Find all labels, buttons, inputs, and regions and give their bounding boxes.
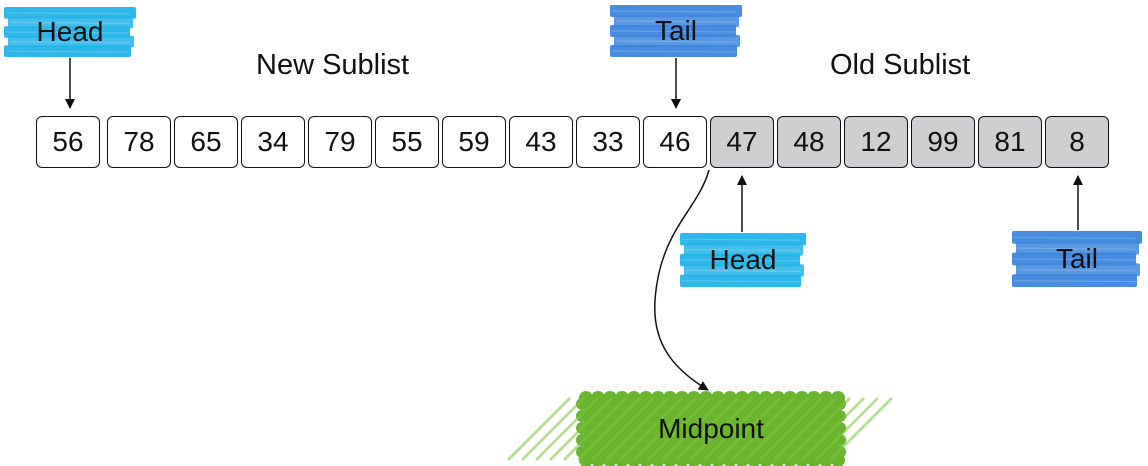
new-sublist-cell: 78 bbox=[107, 116, 171, 168]
new-tail-tag: Tail bbox=[610, 5, 742, 57]
head-highlight-swatch bbox=[4, 7, 136, 57]
linked-list: 56 78 65 34 79 55 59 43 33 46 47 48 12 9… bbox=[36, 116, 1112, 170]
new-sublist-cell: 56 bbox=[36, 116, 100, 168]
midpoint-tag: Midpoint bbox=[506, 391, 894, 466]
old-sublist-cell: 47 bbox=[710, 116, 774, 168]
old-tail-label: Tail bbox=[1055, 243, 1098, 274]
new-sublist-cell: 43 bbox=[509, 116, 573, 168]
new-head-tag: Head bbox=[4, 7, 136, 57]
new-sublist-cell: 34 bbox=[241, 116, 305, 168]
old-head-tag: Head bbox=[680, 233, 806, 287]
midpoint-curve-arrow bbox=[654, 169, 710, 391]
old-tail-tag: Tail bbox=[1012, 231, 1142, 287]
new-sublist-cell: 33 bbox=[576, 116, 640, 168]
old-head-label: Head bbox=[709, 244, 777, 275]
old-sublist-title: Old Sublist bbox=[830, 49, 971, 81]
old-sublist-cell: 99 bbox=[911, 116, 975, 168]
tail-highlight-swatch bbox=[610, 5, 742, 57]
head-highlight-swatch bbox=[680, 233, 806, 287]
midpoint-label: Midpoint bbox=[658, 413, 764, 444]
new-sublist-title: New Sublist bbox=[256, 49, 410, 81]
old-sublist-cell: 48 bbox=[777, 116, 841, 168]
tail-highlight-swatch bbox=[1012, 231, 1142, 287]
new-sublist-cell: 46 bbox=[643, 116, 707, 168]
new-sublist-cell: 65 bbox=[174, 116, 238, 168]
new-sublist-cell: 59 bbox=[442, 116, 506, 168]
new-sublist-cell: 79 bbox=[308, 116, 372, 168]
new-head-label: Head bbox=[36, 16, 104, 47]
midpoint-highlight-swatch bbox=[506, 391, 894, 466]
old-sublist-cell: 81 bbox=[978, 116, 1042, 168]
new-tail-label: Tail bbox=[654, 15, 697, 46]
new-sublist-cell: 55 bbox=[375, 116, 439, 168]
old-sublist-cell: 8 bbox=[1045, 116, 1109, 168]
old-sublist-cell: 12 bbox=[844, 116, 908, 168]
